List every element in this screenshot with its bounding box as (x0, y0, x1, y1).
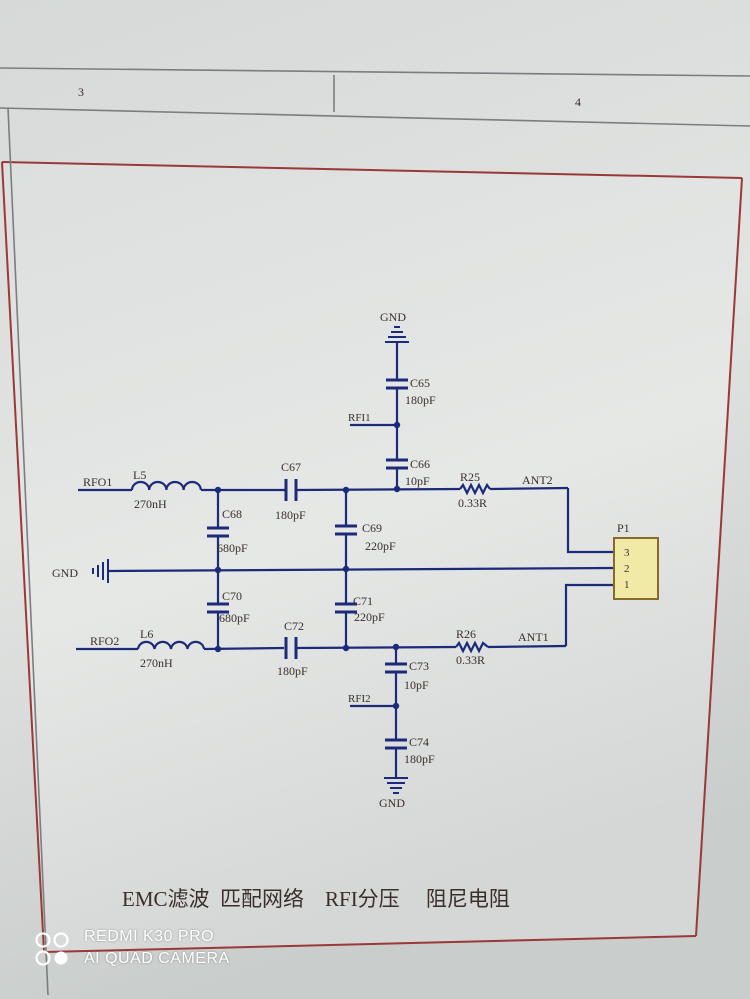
component-labels: L5 270nH L6 270nH C65 180pF C66 10pF C67… (133, 376, 487, 766)
connector-p1: 3 2 1 P1 (613, 521, 659, 600)
c68-ref: C68 (222, 507, 242, 521)
c74-ref: C74 (409, 735, 429, 749)
capacitor-c66-symbol (386, 458, 408, 470)
l6-ref: L6 (140, 627, 153, 641)
l5-value: 270nH (134, 497, 167, 511)
c73-value: 10pF (404, 678, 429, 692)
capacitor-c69-symbol (335, 524, 357, 536)
capacitor-c68-symbol (207, 526, 229, 538)
capacitor-c71-symbol (335, 602, 357, 614)
c73-ref: C73 (409, 659, 429, 673)
r26-ref: R26 (456, 627, 476, 641)
c71-ref: C71 (353, 594, 373, 608)
sheet-caption: EMC滤波 匹配网络 RFI分压 阻尼电阻 (122, 887, 510, 911)
capacitor-c74-symbol (385, 738, 407, 750)
junctions (214, 421, 401, 710)
c68-value: 680pF (217, 541, 248, 555)
r25-ref: R25 (460, 470, 480, 484)
r26-value: 0.33R (456, 653, 485, 667)
resistor-r25-symbol (459, 482, 491, 496)
net-label-gnd-top: GND (380, 310, 406, 324)
camera-logo-icon (35, 932, 69, 966)
c66-value: 10pF (405, 474, 430, 488)
ground-symbol-top (385, 326, 409, 343)
ground-symbol-left (92, 559, 109, 583)
c74-value: 180pF (404, 752, 435, 766)
net-label-rfi2: RFI2 (348, 693, 371, 705)
c66-ref: C66 (410, 457, 430, 471)
c67-value: 180pF (275, 508, 306, 522)
c72-ref: C72 (284, 619, 304, 633)
c70-ref: C70 (222, 589, 242, 603)
c67-ref: C67 (281, 460, 301, 474)
drawing-frame (1, 107, 743, 996)
net-labels: GND GND GND RFO1 RFO2 RFI1 RFI2 ANT2 ANT… (52, 310, 553, 810)
p1-pin-1: 1 (624, 579, 630, 591)
inductor-l6-symbol (136, 640, 206, 650)
watermark-line-1: REDMI K30 PRO (84, 928, 215, 945)
c71-value: 220pF (354, 610, 385, 624)
net-label-ant1: ANT1 (518, 630, 549, 644)
capacitor-c73-symbol (385, 662, 407, 674)
watermark-line-2: AI QUAD CAMERA (84, 950, 230, 967)
c70-value: 680pF (219, 611, 250, 625)
l6-value: 270nH (140, 656, 173, 670)
net-label-rfo1: RFO1 (83, 475, 112, 489)
net-label-rfi1: RFI1 (348, 412, 371, 424)
sheet-zone-header: 3 4 (0, 67, 750, 127)
capacitor-c67-symbol (284, 479, 298, 501)
l5-ref: L5 (133, 468, 146, 482)
r25-value: 0.33R (458, 496, 487, 510)
c65-value: 180pF (405, 393, 436, 407)
capacitor-c70-symbol (207, 602, 229, 614)
net-label-rfo2: RFO2 (90, 634, 119, 648)
c72-value: 180pF (277, 664, 308, 678)
capacitor-c72-symbol (284, 637, 298, 659)
inductor-l5-symbol (130, 480, 202, 491)
p1-ref: P1 (617, 521, 630, 535)
c69-value: 220pF (365, 539, 396, 553)
capacitor-c65-symbol (386, 378, 408, 390)
c69-ref: C69 (362, 521, 382, 535)
p1-pin-2: 2 (624, 563, 630, 575)
net-label-gnd-bottom: GND (379, 796, 405, 810)
resistor-r26-symbol (455, 640, 489, 654)
net-label-gnd-left: GND (52, 566, 78, 580)
ground-symbol-bottom (384, 777, 408, 794)
net-label-ant2: ANT2 (522, 473, 553, 487)
zone-label-3: 3 (78, 85, 84, 99)
c65-ref: C65 (410, 376, 430, 390)
p1-pin-3: 3 (624, 547, 630, 559)
zone-label-4: 4 (575, 95, 581, 109)
